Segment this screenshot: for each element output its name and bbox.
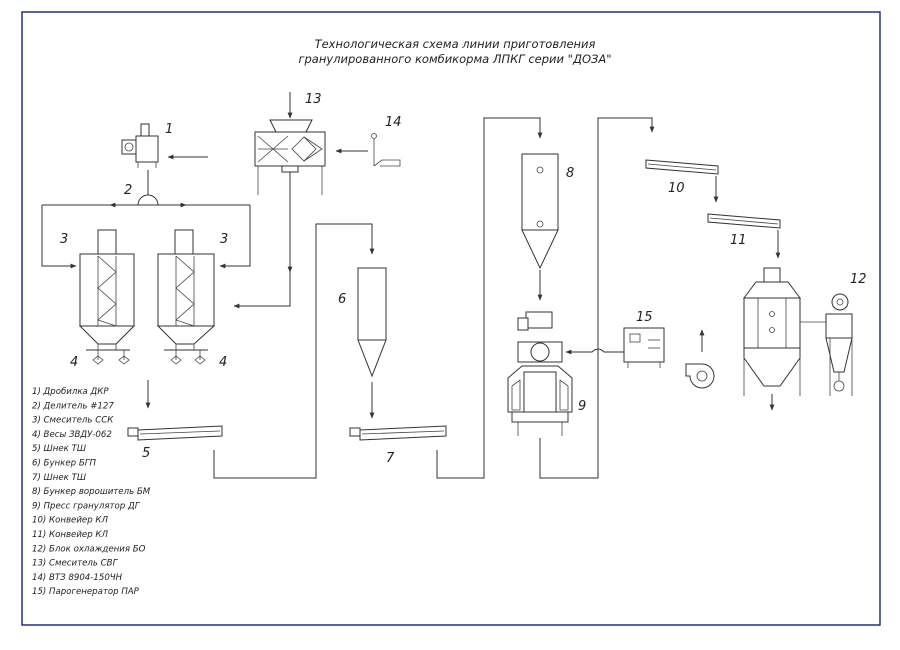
fan [685, 363, 715, 389]
mixer-13-to-mixers-line [233, 172, 291, 309]
label-3-right: 3 [220, 232, 228, 247]
feed-line-right-mixer [219, 205, 251, 269]
label-4-right: 4 [219, 355, 227, 370]
legend-item: 14) ВТЗ 8904-150ЧН [32, 573, 123, 583]
divider-2 [137, 194, 159, 206]
legend-item: 3) Смеситель ССК [32, 416, 114, 426]
bunker-8 [521, 153, 559, 270]
legend-item: 11) Конвейер КЛ [32, 530, 109, 540]
mixer-13 [254, 119, 326, 195]
label-13: 13 [305, 92, 322, 107]
label-4-left: 4 [70, 355, 78, 370]
drawing-frame [21, 11, 881, 626]
conveyor-11 [707, 213, 781, 229]
legend-item: 6) Бункер БГП [32, 459, 97, 469]
mixer-3-right [156, 229, 216, 350]
legend-item: 9) Пресс гранулятор ДГ [32, 501, 141, 511]
press-to-conveyor-10-line [539, 117, 655, 479]
cooling-block-12 [743, 267, 801, 396]
screw-7-to-bunker-8-line [436, 117, 543, 479]
label-3-left: 3 [60, 232, 68, 247]
diagram-title-line2: гранулированного комбикорма ЛПКГ серии "… [298, 52, 611, 66]
label-6: 6 [338, 292, 346, 307]
legend-item: 4) Весы ЗВДУ-062 [32, 430, 112, 440]
vtz-14 [371, 133, 401, 167]
conveyor-10 [645, 159, 719, 175]
legend-item: 5) Шнек ТШ [32, 444, 86, 454]
label-14: 14 [385, 115, 402, 130]
label-7: 7 [386, 451, 395, 466]
label-8: 8 [566, 166, 574, 181]
label-15: 15 [636, 310, 653, 325]
label-9: 9 [578, 399, 586, 414]
label-1: 1 [165, 122, 173, 137]
label-5: 5 [142, 446, 150, 461]
label-10: 10 [668, 181, 685, 196]
cyclone-12 [800, 293, 853, 396]
screw-conveyor-7 [349, 425, 447, 441]
pellet-press-9 [507, 311, 573, 436]
label-2: 2 [124, 183, 132, 198]
legend-item: 7) Шнек ТШ [32, 473, 86, 483]
scales-4-right [164, 349, 208, 365]
label-12: 12 [850, 272, 867, 287]
crusher-1 [121, 123, 159, 168]
legend-item: 15) Парогенератор ПАР [32, 587, 140, 597]
legend-item: 2) Делитель #127 [32, 401, 114, 411]
legend-item: 1) Дробилка ДКР [32, 387, 109, 397]
mixer-3-left [78, 229, 136, 350]
legend: 1) Дробилка ДКР 2) Делитель #127 3) Смесит… [32, 387, 151, 597]
bunker-6 [357, 267, 387, 378]
legend-item: 10) Конвейер КЛ [32, 516, 109, 526]
diagram-title-line1: Технологическая схема линии приготовлени… [315, 37, 596, 51]
legend-item: 13) Смеситель СВГ [32, 559, 119, 569]
screw-5-to-screw-6-line [213, 223, 373, 479]
feed-line-left-mixer [41, 205, 77, 269]
screw-conveyor-5 [127, 425, 223, 441]
steam-line-to-press [565, 348, 624, 355]
legend-item: 12) Блок охлаждения БО [32, 544, 146, 554]
legend-item: 8) Бункер ворошитель БМ [32, 487, 151, 497]
scales-4-left [86, 349, 130, 365]
steam-generator-15 [623, 327, 665, 368]
label-11: 11 [730, 233, 747, 248]
